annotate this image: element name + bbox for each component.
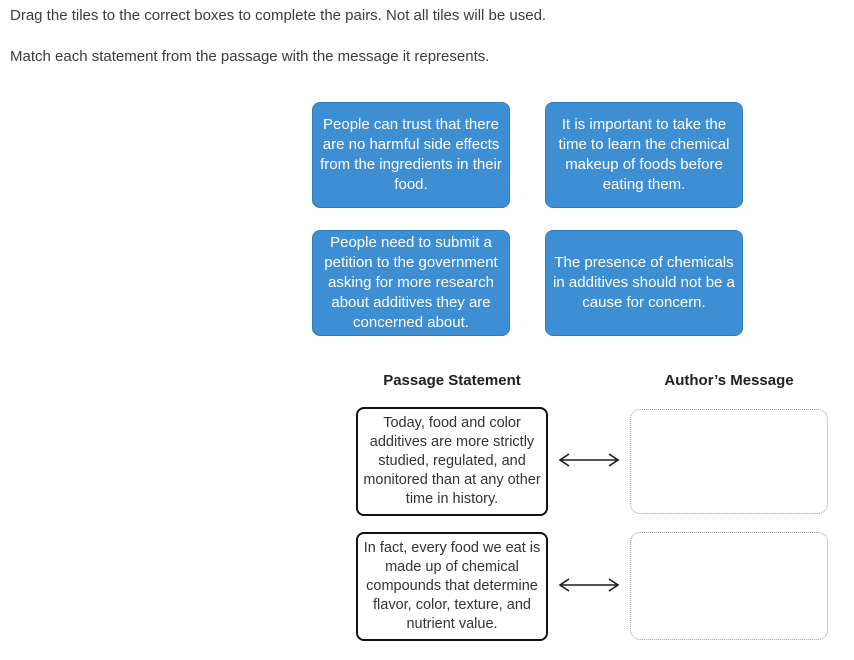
dropzone-authors-message-1[interactable]	[630, 409, 828, 514]
instruction-line-2: Match each statement from the passage wi…	[10, 48, 490, 65]
instruction-line-1: Drag the tiles to the correct boxes to c…	[10, 7, 547, 24]
tile-submit-petition[interactable]: People need to submit a petition to the …	[312, 230, 510, 336]
tile-learn-chemical-makeup[interactable]: It is important to take the time to lear…	[545, 102, 743, 208]
double-arrow-icon	[558, 453, 620, 467]
passage-statement-header: Passage Statement	[383, 372, 521, 389]
passage-statement-1: Today, food and color additives are more…	[356, 407, 548, 516]
passage-statement-2: In fact, every food we eat is made up of…	[356, 532, 548, 641]
double-arrow-icon	[558, 578, 620, 592]
tile-chemicals-no-concern[interactable]: The presence of chemicals in additives s…	[545, 230, 743, 336]
authors-message-header: Author’s Message	[664, 372, 794, 389]
dropzone-authors-message-2[interactable]	[630, 532, 828, 640]
tile-trust-no-harmful-effects[interactable]: People can trust that there are no harmf…	[312, 102, 510, 208]
